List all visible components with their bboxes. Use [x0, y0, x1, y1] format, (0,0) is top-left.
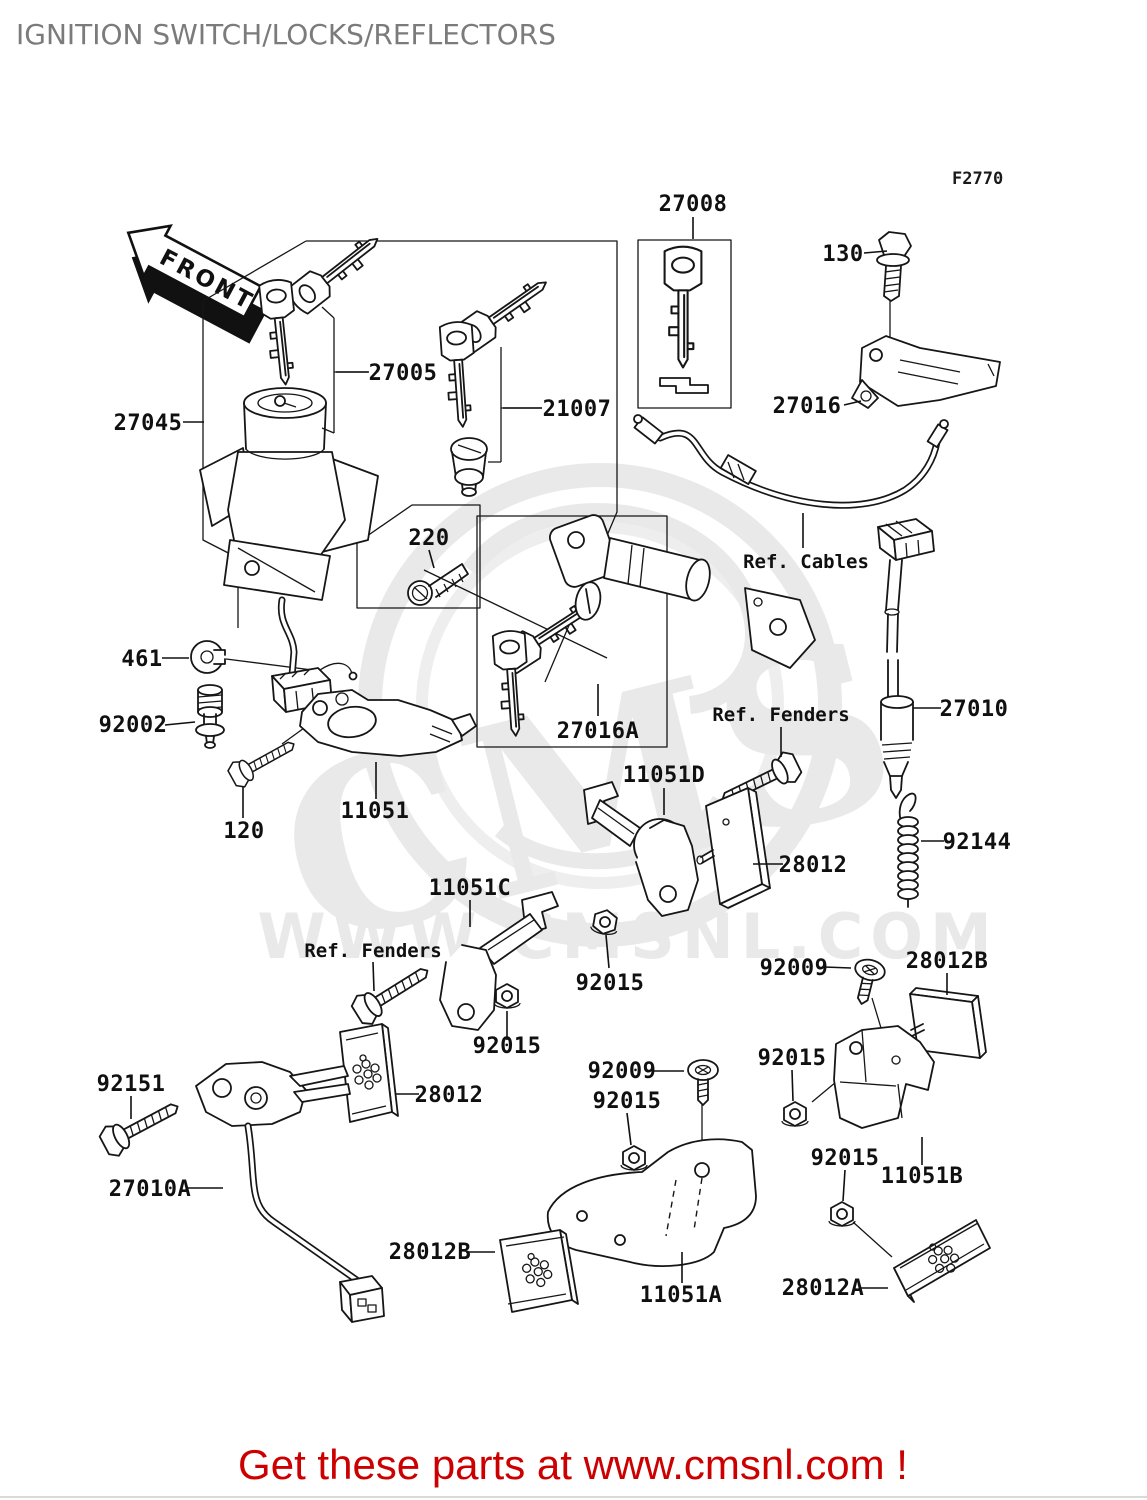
switch-connector-27010A-drawing: [339, 1275, 385, 1323]
bracket-11051A-drawing: [546, 1138, 757, 1267]
part-label-92015[interactable]: 92015: [758, 1046, 827, 1071]
leader-line: [843, 400, 862, 406]
part-label-11051C[interactable]: 11051C: [429, 876, 511, 901]
part-label-27045[interactable]: 27045: [114, 411, 183, 436]
bracket-11051D-drawing: [583, 781, 699, 917]
key-blank-27008-drawing: [659, 245, 709, 394]
part-label-120[interactable]: 120: [223, 819, 264, 844]
reflector-28012A-drawing: [893, 1219, 991, 1303]
figure-code: F2770: [952, 169, 1003, 189]
part-label-11051A[interactable]: 11051A: [640, 1283, 722, 1308]
part-label-27010A[interactable]: 27010A: [109, 1177, 191, 1202]
part-label-130[interactable]: 130: [822, 242, 863, 267]
snap-ring-461-drawing: [190, 640, 226, 674]
footer-banner[interactable]: Get these parts at www.cmsnl.com !: [238, 1441, 908, 1488]
page-title: IGNITION SWITCH/LOCKS/REFLECTORS: [16, 18, 556, 51]
part-label-Ref-Fenders[interactable]: Ref. Fenders: [304, 940, 441, 962]
part-label-92015[interactable]: 92015: [811, 1146, 880, 1171]
part-label-220[interactable]: 220: [408, 526, 449, 551]
reflector-28012B-bottom-drawing: [499, 1229, 579, 1313]
part-label-27005[interactable]: 27005: [369, 361, 438, 386]
part-label-461[interactable]: 461: [121, 647, 162, 672]
part-label-92015[interactable]: 92015: [593, 1089, 662, 1114]
part-label-27010[interactable]: 27010: [940, 697, 1009, 722]
part-label-27016[interactable]: 27016: [773, 394, 842, 419]
cylinder-bracket-drawing: [744, 587, 816, 669]
lock-cap-drawing: [450, 437, 488, 497]
lock-cylinder-27016A-drawing: [491, 514, 816, 738]
leader-line: [791, 1069, 794, 1102]
leader-line: [626, 1112, 632, 1146]
part-label-Ref-Fenders[interactable]: Ref. Fenders: [712, 704, 849, 726]
watermark-url-text: WWW.CMSNL.COM: [257, 900, 998, 973]
part-label-28012B[interactable]: 28012B: [389, 1240, 471, 1265]
lock-keys-21007-drawing: [438, 268, 557, 497]
part-label-92015[interactable]: 92015: [473, 1034, 542, 1059]
part-label-28012[interactable]: 28012: [779, 853, 848, 878]
part-label-92151[interactable]: 92151: [97, 1072, 166, 1097]
part-label-27008[interactable]: 27008: [659, 192, 728, 217]
part-label-92009[interactable]: 92009: [760, 956, 829, 981]
leader-line: [842, 1169, 846, 1202]
part-label-28012[interactable]: 28012: [415, 1083, 484, 1108]
throttle-cable-drawing: [633, 414, 949, 509]
reflector-28012-left-drawing: [339, 1023, 399, 1123]
leader-line: [605, 934, 610, 969]
screw-220-drawing: [407, 563, 469, 606]
part-label-Ref-Cables[interactable]: Ref. Cables: [743, 551, 869, 573]
part-label-92009[interactable]: 92009: [588, 1059, 657, 1084]
leader-line: [823, 966, 852, 969]
part-label-28012B[interactable]: 28012B: [906, 949, 988, 974]
leader-line: [428, 549, 435, 569]
front-direction-arrow: FRONT: [126, 224, 267, 344]
bolt-130-drawing: [876, 231, 912, 302]
switch-27010A-drawing: [195, 1061, 385, 1323]
part-label-11051[interactable]: 11051: [341, 799, 410, 824]
bracket-27016-drawing: [851, 335, 1001, 409]
switch-27010-drawing: [877, 518, 935, 799]
front-arrow-face: [126, 224, 263, 319]
part-label-92015[interactable]: 92015: [576, 971, 645, 996]
bracket-11051-drawing: [299, 689, 477, 757]
reflector-28012-right-drawing: [696, 787, 771, 909]
part-label-28012A[interactable]: 28012A: [782, 1276, 864, 1301]
leader-line: [372, 961, 375, 992]
bolt-92002-drawing: [195, 684, 225, 749]
bracket-11051C-drawing: [439, 891, 559, 1031]
ignition-switch-27045-drawing: [199, 387, 379, 713]
bolt-92151-drawing: [95, 1091, 187, 1161]
spring-92144-drawing: [897, 792, 919, 908]
leader-line: [164, 721, 196, 726]
part-label-92144[interactable]: 92144: [943, 830, 1012, 855]
part-label-11051B[interactable]: 11051B: [881, 1164, 963, 1189]
reflector-28012B-right-drawing: [909, 987, 987, 1059]
part-label-11051D[interactable]: 11051D: [623, 763, 705, 788]
part-label-27016A[interactable]: 27016A: [557, 719, 639, 744]
part-label-21007[interactable]: 21007: [543, 397, 612, 422]
leader-line: [863, 250, 888, 254]
part-label-92002[interactable]: 92002: [99, 713, 168, 738]
bracket-11051B-drawing: [833, 1025, 935, 1129]
